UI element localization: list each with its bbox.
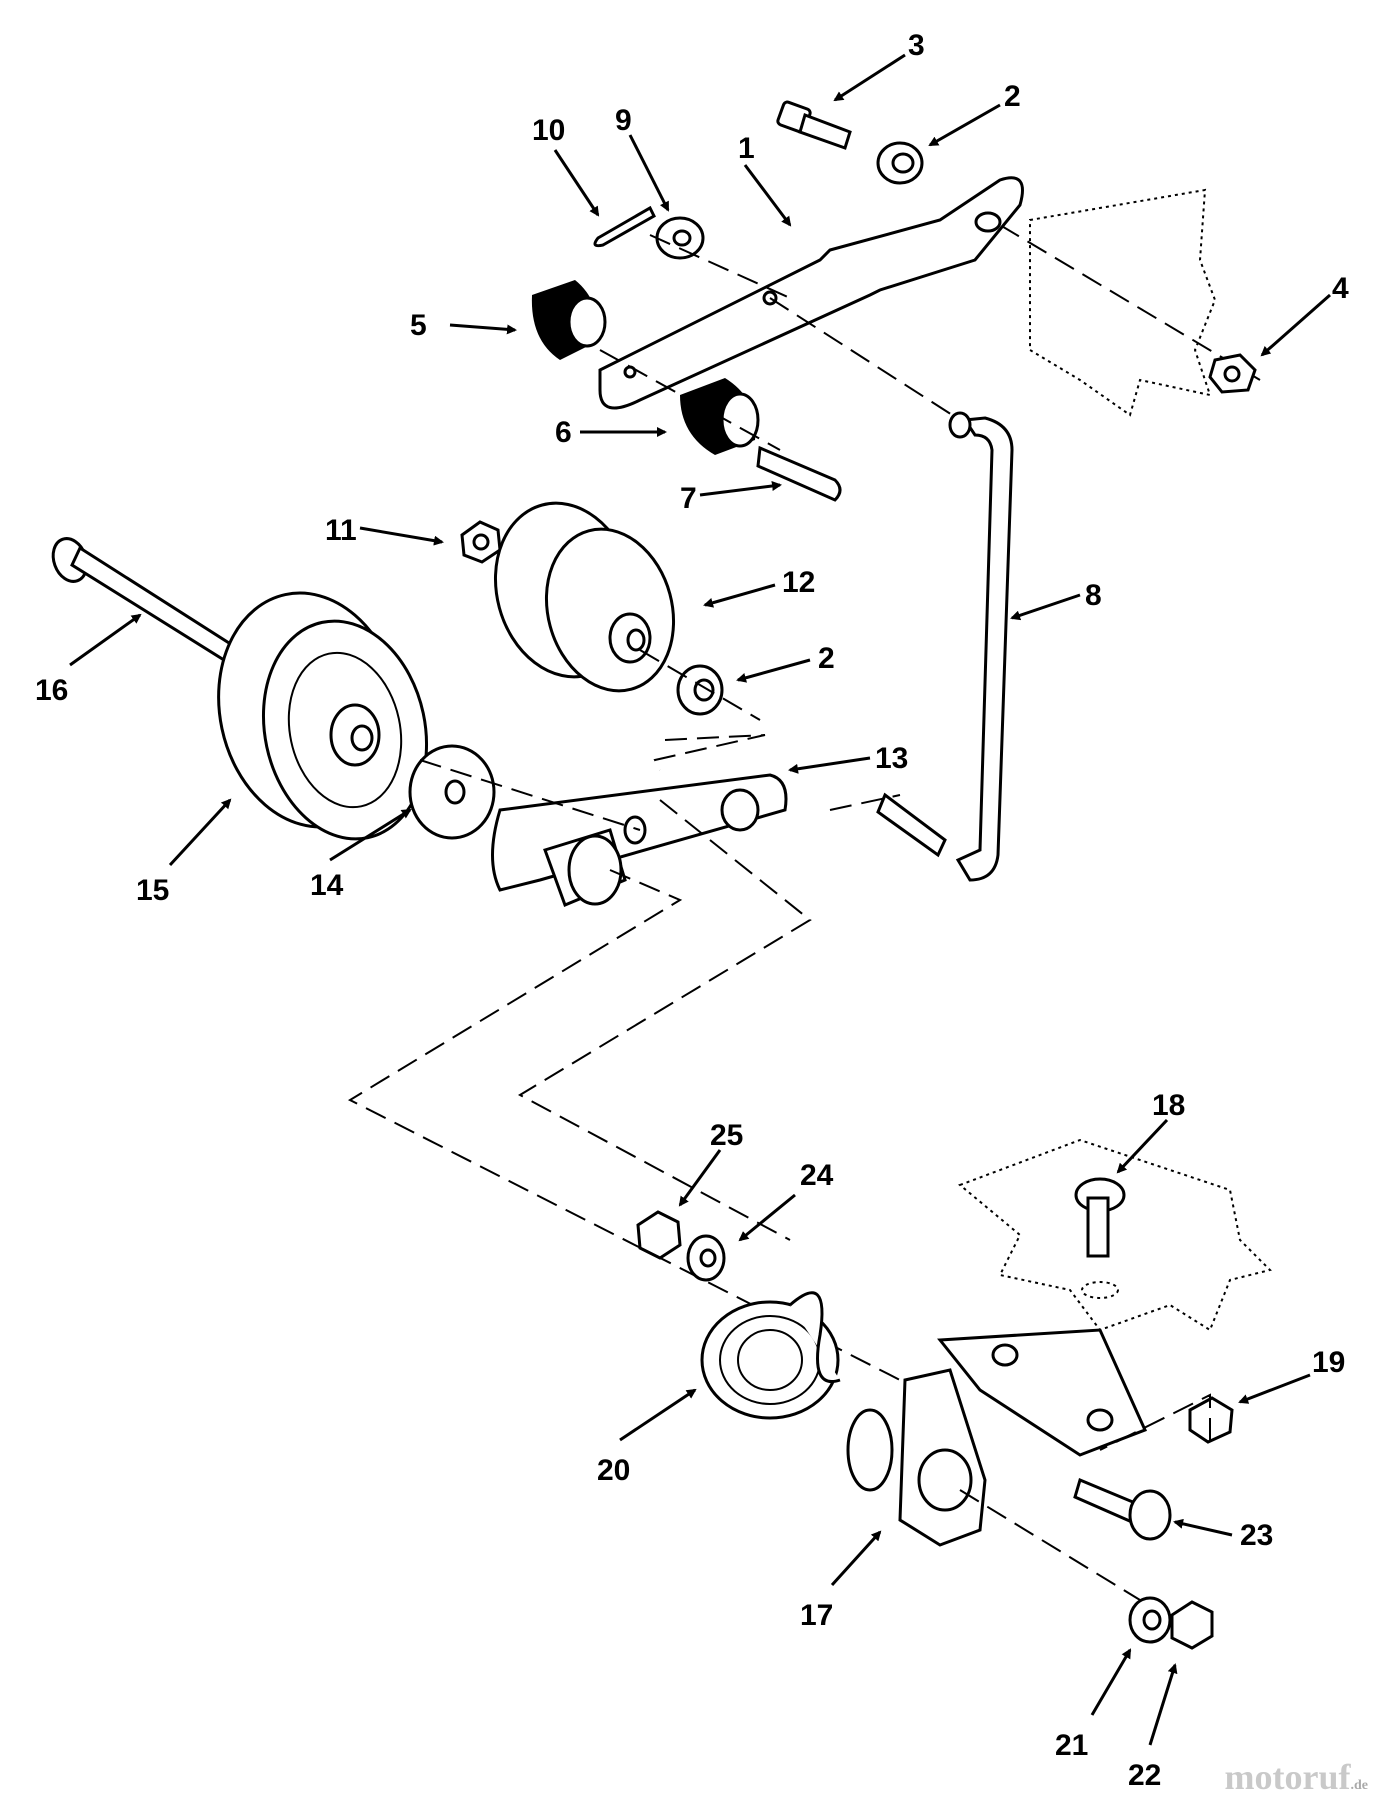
callout-13: 13	[875, 742, 908, 775]
part-3-bolt	[776, 100, 852, 150]
part-17-bracket	[846, 1328, 1148, 1547]
callout-16: 16	[35, 674, 68, 707]
callout-arrows	[69, 53, 1331, 1746]
callout-22: 22	[1128, 1759, 1161, 1792]
callout-24: 24	[800, 1159, 834, 1192]
callout-4: 4	[1332, 272, 1349, 305]
part-1-arm	[598, 176, 1024, 410]
callout-18: 18	[1152, 1089, 1185, 1122]
callout-23: 23	[1240, 1519, 1273, 1552]
watermark-logo: motoruf.de	[1225, 1756, 1368, 1798]
callout-20: 20	[597, 1454, 630, 1487]
callout-8: 8	[1085, 579, 1102, 612]
callout-2-lower: 2	[818, 642, 835, 675]
callout-9: 9	[615, 104, 632, 137]
callout-labels: 3 2 4 5 6 7 8 9 10 11 12 2 13 1 14 15 16…	[35, 29, 1349, 1792]
callout-25: 25	[710, 1119, 743, 1152]
part-22-nut	[1170, 1600, 1214, 1650]
watermark-brand: motoruf	[1224, 1757, 1351, 1797]
part-20-torsion-spring	[700, 1291, 841, 1420]
watermark-suffix: .de	[1350, 1778, 1369, 1793]
part-8-link-rod	[876, 411, 1014, 882]
callout-3: 3	[908, 29, 925, 62]
callout-1: 1	[738, 132, 755, 165]
callout-17: 17	[800, 1599, 833, 1632]
part-7-screw	[756, 445, 842, 502]
part-18-carriage-bolt	[1074, 1177, 1126, 1258]
part-16-long-bolt	[51, 537, 242, 668]
callout-12: 12	[782, 566, 815, 599]
part-5-bumper	[531, 280, 607, 360]
part-10-cotter-pin	[593, 205, 656, 248]
callout-5: 5	[410, 309, 427, 342]
frame-outline-top	[1029, 188, 1217, 417]
callout-15: 15	[136, 874, 169, 907]
callout-14: 14	[310, 869, 344, 902]
callout-11: 11	[325, 514, 357, 547]
callout-10: 10	[532, 114, 565, 147]
callout-6: 6	[555, 416, 572, 449]
frame-outline-lower	[958, 1138, 1272, 1332]
part-25-nut	[636, 1210, 682, 1260]
callout-2: 2	[1004, 80, 1021, 113]
part-12-idler-pulley	[493, 501, 676, 693]
callout-19: 19	[1312, 1346, 1345, 1379]
part-13-idler-plate	[491, 773, 788, 907]
part-15-pulley	[217, 591, 429, 841]
callout-21: 21	[1055, 1729, 1088, 1762]
callout-7: 7	[680, 482, 697, 515]
part-23-bolt	[1073, 1477, 1172, 1541]
